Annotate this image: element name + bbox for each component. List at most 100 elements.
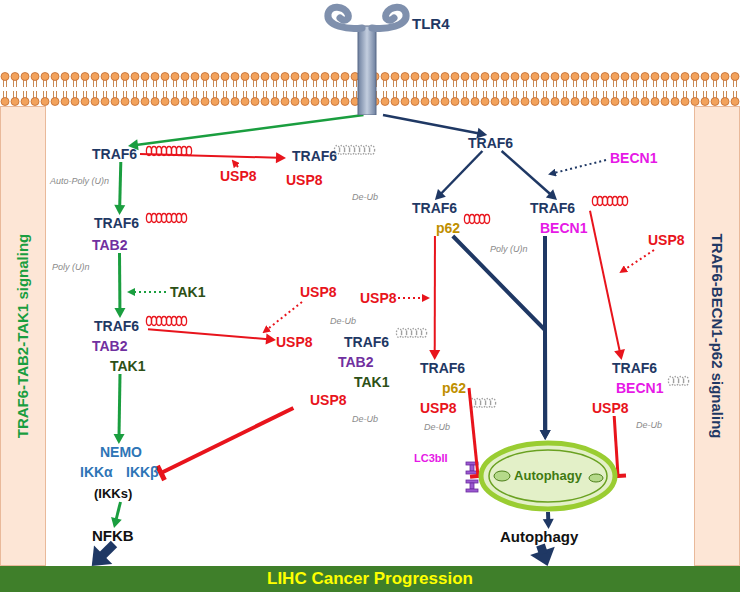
protein-name: TAK1	[354, 374, 390, 390]
ubiquitin-unit	[344, 146, 349, 155]
ubiquitin-unit	[484, 215, 489, 224]
protein-name: (IKKs)	[94, 486, 132, 502]
protein-name: USP8	[592, 400, 629, 416]
ubiquitin-unit	[359, 146, 364, 155]
connector	[148, 329, 276, 344]
protein-group: TRAF6TAB2TAK1	[92, 318, 148, 374]
protein-name: TRAF6	[412, 200, 457, 216]
protein-name: USP8	[310, 392, 347, 408]
connector	[383, 115, 487, 139]
connector	[114, 253, 125, 318]
connector-line	[148, 329, 268, 339]
ubiquitin-unit	[364, 146, 369, 155]
connector	[502, 151, 557, 200]
protein-name: BECN1	[616, 380, 663, 396]
node-text: Autophagy	[478, 468, 618, 484]
connector-line	[161, 408, 293, 473]
outcome-bar: LIHC Cancer Progression	[0, 566, 740, 592]
connector-line	[541, 545, 544, 554]
annotation: De-Ub	[330, 316, 356, 327]
receptor: TLR4	[318, 0, 448, 115]
ubiquitin-unit	[668, 377, 673, 386]
annotation: Poly (U)n	[52, 262, 90, 273]
annotation: Poly (U)n	[490, 244, 528, 255]
connector-line	[118, 253, 121, 310]
ubiquitin-unit	[406, 329, 411, 338]
protein-group: TRAF6TAB2	[92, 215, 142, 253]
ubiquitin-unit	[181, 214, 186, 223]
protein-group: TRAF6p62	[412, 200, 463, 236]
connector-line	[101, 544, 114, 557]
connector	[590, 211, 625, 360]
connector-line	[116, 502, 121, 520]
ubiquitin-unit	[683, 377, 688, 386]
organelle	[494, 471, 510, 481]
connector	[435, 151, 482, 200]
ubiquitin-unit	[485, 399, 490, 408]
ubiquitin-unit	[396, 329, 401, 338]
connector	[111, 502, 122, 528]
connector	[128, 115, 364, 150]
node-text: TRAF6-BECN1-p62 signaling	[709, 233, 725, 438]
connector-line	[434, 236, 436, 352]
protein-group: TRAF6BECN1USP8	[592, 360, 666, 416]
label-text: USP8	[360, 290, 397, 306]
connector-line	[136, 115, 364, 145]
protein-name: TAB2	[92, 338, 128, 354]
protein-group: NFKB	[92, 528, 136, 544]
protein-group: Autophagy	[500, 529, 581, 545]
protein-name: TRAF6	[468, 135, 513, 151]
helper-arrows	[129, 160, 654, 332]
connector	[543, 512, 554, 529]
ubiquitin-unit	[490, 399, 495, 408]
annotation: De-Ub	[352, 414, 378, 425]
protein-name: TRAF6	[420, 360, 465, 376]
connector-line	[140, 154, 278, 158]
ubiquitin-unit	[678, 377, 683, 386]
pathway-panel: TRAF6-BECN1-p62 signaling	[694, 106, 740, 566]
label-text: USP8	[300, 284, 337, 300]
protein-name: IKKβ	[126, 464, 159, 480]
label-text: BECN1	[610, 150, 657, 166]
connector	[114, 374, 125, 444]
protein-name: p62	[442, 380, 466, 396]
receptor-stalk	[358, 26, 376, 115]
protein-name: USP8	[420, 400, 457, 416]
inner-membrane	[489, 450, 607, 502]
ubiquitin-unit	[416, 329, 421, 338]
protein-group: TRAF6 p62USP8	[420, 360, 469, 416]
protein-name: TAK1	[110, 358, 146, 374]
protein-name: USP8	[286, 172, 323, 188]
connector-line	[383, 115, 479, 133]
protein-group: NEMO IKKα IKKβ (IKKs)	[80, 444, 161, 502]
ubiquitin-unit	[475, 399, 480, 408]
connector	[453, 236, 551, 440]
protein-group: TRAF6	[468, 135, 516, 151]
connector	[530, 545, 555, 566]
label-text: USP8	[220, 168, 257, 184]
connector-line	[590, 211, 620, 352]
label-text: TAK1	[170, 284, 206, 300]
organelle	[589, 474, 603, 482]
pathway-panel: TRAF6-TAB2-TAK1 signaling	[0, 106, 46, 566]
protein-group: TRAF6USP8	[286, 148, 340, 188]
ubiquitin-unit	[354, 146, 359, 155]
ubiquitin-unit	[480, 399, 485, 408]
protein-name: NEMO	[100, 444, 142, 460]
protein-name: IKKα	[80, 464, 113, 480]
ubiquitin-unit	[673, 377, 678, 386]
protein-name: NFKB	[92, 528, 134, 544]
receptor-loop	[372, 7, 406, 28]
ubiquitin-unit	[186, 147, 191, 156]
protein-name: TRAF6	[530, 200, 575, 216]
autophagosome: Autophagy	[478, 440, 618, 512]
connector-line	[453, 236, 545, 432]
ubiquitin-unit	[411, 329, 416, 338]
connector	[157, 408, 293, 480]
connector	[140, 152, 286, 163]
connector	[429, 236, 440, 360]
protein-name: USP8	[276, 334, 313, 350]
protein-name: TAB2	[92, 237, 128, 253]
protein-name: Autophagy	[500, 529, 578, 545]
